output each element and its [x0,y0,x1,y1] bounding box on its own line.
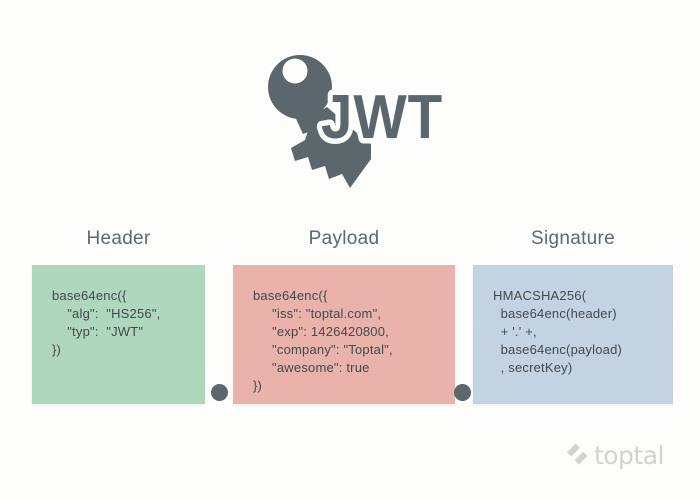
payload-label: Payload [308,228,380,249]
separator-dot [454,384,471,401]
jwt-title-halo: JWT [321,83,443,152]
toptal-mark-icon [566,443,588,465]
key-icon: JWT JWT [268,55,448,188]
toptal-wordmark: toptal [593,440,665,470]
separator-dot [211,384,228,401]
jwt-logo: JWT JWT [253,38,453,208]
signature-box: HMACSHA256( base64enc(header) + '.' +, b… [473,265,673,404]
payload-box: base64enc({ "iss": "toptal.com", "exp": … [233,265,455,404]
header-box: base64enc({ "alg": "HS256", "typ": "JWT"… [32,265,205,404]
jwt-title: JWT [321,83,443,152]
toptal-logo: toptal [565,438,665,472]
signature-label: Signature [530,228,616,249]
payload-code: base64enc({ "iss": "toptal.com", "exp": … [253,288,393,393]
header-code: base64enc({ "alg": "HS256", "typ": "JWT"… [52,288,161,357]
header-label: Header [86,228,151,249]
signature-code: HMACSHA256( base64enc(header) + '.' +, b… [493,288,623,375]
